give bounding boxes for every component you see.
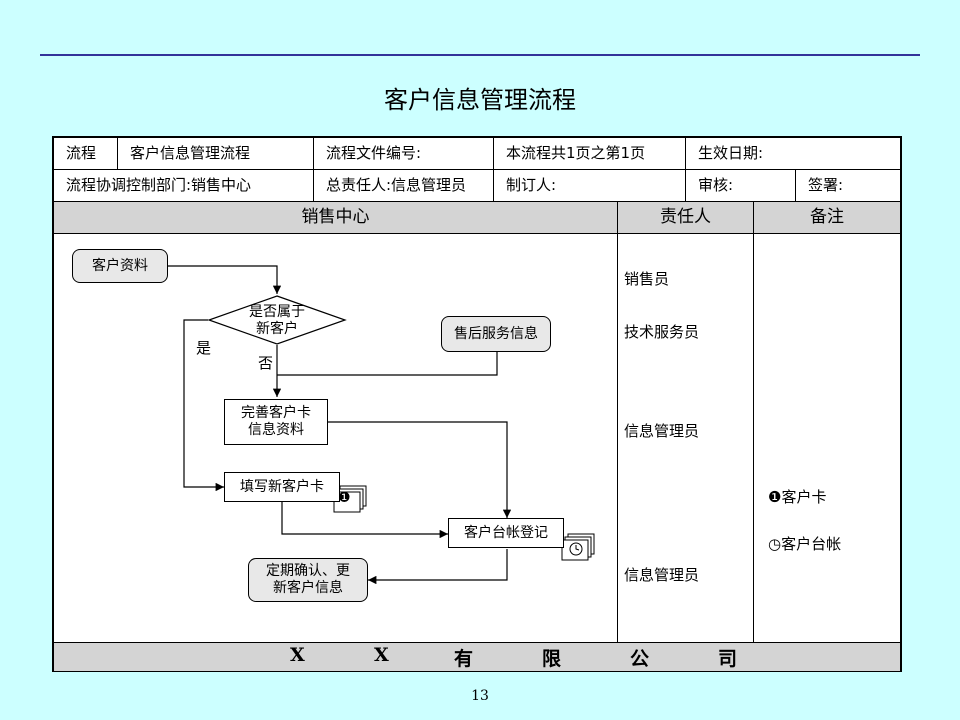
footer-char: 有	[454, 648, 474, 670]
edge-fill-to-ledger	[281, 502, 448, 539]
footer-char: 公	[630, 648, 650, 670]
node-confirm-update: 定期确认、更 新客户信息	[248, 558, 368, 602]
lane-header-notes: 备注	[754, 202, 900, 234]
cell-owner: 总责任人:信息管理员	[314, 170, 494, 202]
responsible-sales: 销售员	[624, 270, 670, 288]
edge-data-to-decision	[168, 265, 282, 294]
decision-diamond	[207, 295, 347, 345]
card-marker-icon: ❶	[338, 490, 351, 506]
process-table: 流程 客户信息管理流程 流程文件编号: 本流程共1页之第1页 生效日期: 流程协…	[52, 136, 902, 672]
note-customer-card: ❶客户卡	[768, 488, 827, 506]
node-ledger: 客户台帐登记	[448, 518, 564, 548]
cell-effective-date: 生效日期:	[686, 138, 900, 170]
edge-improve-to-ledger	[328, 421, 512, 518]
node-improve-card: 完善客户卡 信息资料	[224, 399, 328, 445]
cell-process-label: 流程	[54, 138, 118, 170]
node-decision-label: 是否属于 新客户	[249, 304, 305, 337]
footer-char: 限	[542, 648, 562, 670]
responsible-info-manager: 信息管理员	[624, 422, 700, 440]
edge-ledger-to-confirm	[368, 549, 508, 585]
document-ledger-icon	[561, 533, 595, 561]
node-fill-card: 填写新客户卡	[224, 472, 340, 502]
cell-page-count: 本流程共1页之第1页	[494, 138, 686, 170]
cell-coordination-dept: 流程协调控制部门:销售中心	[54, 170, 314, 202]
footer-char: X	[374, 644, 389, 666]
cell-review: 审核:	[686, 170, 796, 202]
cell-sign: 签署:	[796, 170, 900, 202]
page-number: 13	[471, 688, 489, 704]
edge-label-yes: 是	[196, 339, 212, 357]
lane-header-sales-center: 销售中心	[54, 202, 618, 234]
edge-decision-yes	[183, 319, 224, 492]
lane-divider	[753, 202, 754, 644]
document-card-icon	[333, 485, 367, 513]
company-footer: X X 有 限 公 司	[54, 642, 900, 671]
responsible-info-manager: 信息管理员	[624, 566, 700, 584]
top-rule	[40, 54, 920, 56]
footer-char: 司	[718, 648, 738, 670]
cell-file-number: 流程文件编号:	[314, 138, 494, 170]
node-customer-data: 客户资料	[72, 249, 168, 283]
edge-label-no: 否	[258, 354, 274, 372]
lane-divider	[617, 202, 618, 644]
page-title: 客户信息管理流程	[384, 86, 576, 114]
note-customer-ledger: ◷客户台帐	[768, 535, 842, 553]
node-after-sales: 售后服务信息	[441, 316, 551, 352]
footer-char: X	[290, 644, 305, 666]
edge-aftersales-merge	[277, 352, 498, 376]
responsible-tech-service: 技术服务员	[624, 323, 700, 341]
cell-author: 制订人:	[494, 170, 686, 202]
cell-process-name: 客户信息管理流程	[118, 138, 314, 170]
